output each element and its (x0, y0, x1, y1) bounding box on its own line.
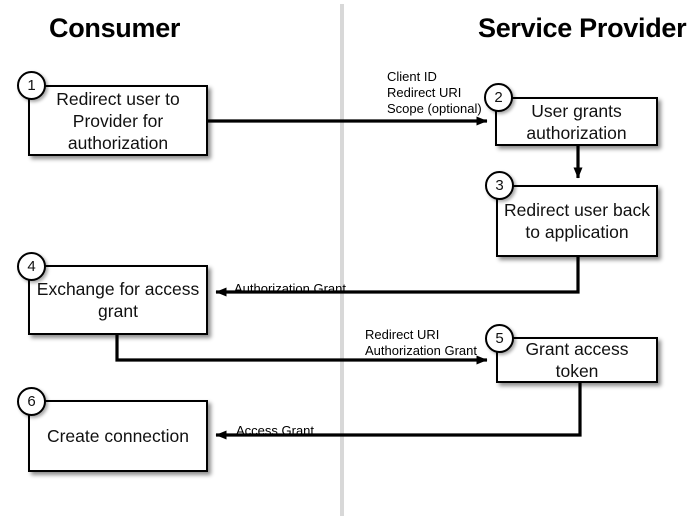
node-4-label: Exchange for access grant (36, 279, 200, 321)
node-redirect-user-back-to-application[interactable]: Redirect user back to application (496, 185, 658, 257)
edge-5-to-6 (215, 383, 582, 440)
column-title-provider: Service Provider (478, 13, 687, 43)
node-2-badge: 2 (484, 83, 513, 112)
node-5-label: Grant access token (525, 339, 629, 381)
edge-3-to-4 (215, 257, 580, 297)
column-title-consumer: Consumer (49, 13, 181, 43)
column-divider (340, 4, 344, 516)
node-create-connection[interactable]: Create connection (28, 400, 208, 472)
edge-4-to-5 (115, 335, 488, 365)
edge-label-access-grant: Access Grant (236, 423, 315, 438)
edge-label-redirect-uri-authorization-grant: Redirect URI Authorization Grant (365, 327, 478, 358)
node-3-label: Redirect user back to application (504, 200, 650, 242)
node-6-badge: 6 (17, 387, 46, 416)
node-2-label: User grants authorization (526, 100, 627, 143)
node-6-label: Create connection (46, 426, 190, 446)
node-exchange-for-access-grant[interactable]: Exchange for access grant (28, 265, 208, 335)
node-4-badge: 4 (17, 252, 46, 281)
node-3-badge: 3 (485, 171, 514, 200)
node-redirect-user-to-provider[interactable]: Redirect user to Provider for authorizat… (28, 85, 208, 156)
node-user-grants-authorization[interactable]: User grants authorization (495, 97, 658, 146)
edge-label-client-id: Client ID Redirect URI Scope (optional) (387, 69, 482, 116)
edge-label-authorization-grant: Authorization Grant (234, 281, 347, 296)
node-grant-access-token[interactable]: Grant access token (496, 337, 658, 383)
node-1-badge: 1 (17, 71, 46, 100)
node-5-badge: 5 (485, 324, 514, 353)
node-1-label: Redirect user to Provider for authorizat… (56, 88, 180, 153)
